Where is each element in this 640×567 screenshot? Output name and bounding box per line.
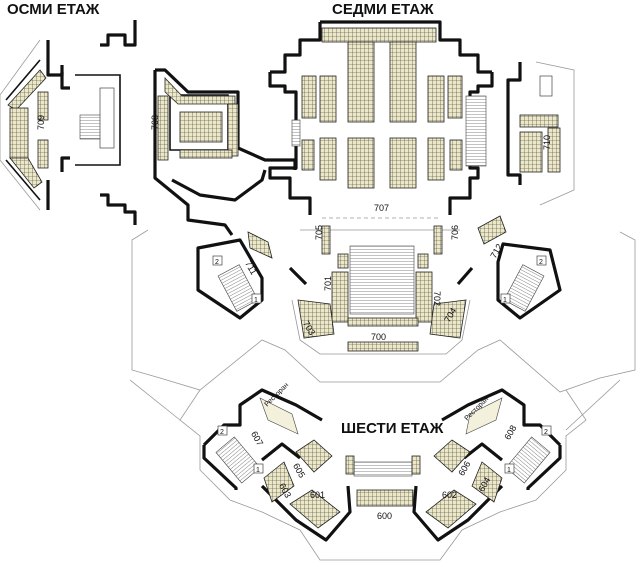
section-701-top[interactable] <box>337 253 349 269</box>
section-707-right-lower[interactable] <box>389 137 417 189</box>
section-600-seats[interactable] <box>356 489 414 507</box>
section-702-seats[interactable] <box>415 271 433 323</box>
lift-marker-2-west-6 <box>217 425 228 436</box>
room-mark-1-east: 1 <box>503 297 507 304</box>
section-605-label: 605 <box>291 462 307 480</box>
eighth-floor-plan: 709 <box>0 20 137 225</box>
section-711-label: 711 <box>243 259 259 276</box>
section-709-row-b[interactable] <box>37 139 49 169</box>
room-mark-2-east-6: 2 <box>544 429 548 436</box>
section-707-left-lower[interactable] <box>347 137 375 189</box>
sixth-floor-title: ШЕСТИ ЕТАЖ <box>341 420 444 437</box>
section-705-seats[interactable] <box>321 225 331 255</box>
section-707-right-outer[interactable] <box>447 75 463 119</box>
section-602-label: 602 <box>442 490 457 500</box>
lift-marker-1-east <box>500 293 511 304</box>
section-709-row-a[interactable] <box>37 91 49 121</box>
section-707-right-lower-inner[interactable] <box>427 137 445 181</box>
room-mark-2-east: 2 <box>539 259 543 266</box>
section-710-top[interactable] <box>519 114 559 128</box>
section-707-left-lower-outer[interactable] <box>301 139 315 171</box>
section-710-label: 710 <box>542 135 552 150</box>
section-608-seats[interactable] <box>465 397 503 435</box>
lift-marker-2-east <box>536 255 547 266</box>
section-605-seats[interactable] <box>295 439 333 473</box>
section-600-label: 600 <box>377 511 392 521</box>
section-709-lower-seats[interactable] <box>9 157 43 189</box>
sixth-floor-plan: 2 1 2 1 <box>129 379 621 561</box>
section-709-label: 709 <box>36 115 46 130</box>
section-712-seats[interactable] <box>477 215 507 245</box>
section-707-right-lower-outer[interactable] <box>449 139 463 171</box>
west-stairs-711 <box>217 264 259 312</box>
section-707-top-row[interactable] <box>321 27 437 43</box>
section-708-right[interactable] <box>227 103 239 157</box>
section-707-left-inner[interactable] <box>319 75 337 123</box>
west-stairs-6 <box>215 436 261 484</box>
stage-left-seats[interactable] <box>345 455 355 475</box>
section-607-label: 607 <box>249 430 265 448</box>
east-corner-room <box>539 75 553 97</box>
section-606-seats[interactable] <box>433 439 471 473</box>
section-707-left-lower-inner[interactable] <box>319 137 337 181</box>
east-stairs-7 <box>465 95 487 167</box>
section-601-label: 601 <box>310 490 325 500</box>
section-708-label: 708 <box>150 115 160 130</box>
section-711-seats[interactable] <box>247 231 273 259</box>
section-707-right-inner[interactable] <box>427 75 445 123</box>
sixth-floor-stage <box>353 461 413 477</box>
room-mark-1-west-6: 1 <box>256 467 260 474</box>
section-704-seats[interactable] <box>429 299 467 339</box>
section-700-label: 700 <box>371 332 386 342</box>
lift-marker-1-west <box>251 293 262 304</box>
section-707-left-center[interactable] <box>347 41 375 123</box>
lift-marker-2-east-6 <box>541 425 552 436</box>
east-stairs-712 <box>503 264 545 312</box>
section-710-side[interactable] <box>547 127 561 173</box>
eighth-floor-title: ОСМИ ЕТАЖ <box>7 1 100 18</box>
section-706-label: 706 <box>450 225 460 240</box>
section-707-left-outer[interactable] <box>301 75 317 119</box>
section-707-label: 707 <box>374 203 389 213</box>
room-mark-1-west: 1 <box>254 297 258 304</box>
section-705-label: 705 <box>314 225 324 240</box>
section-708-bottom[interactable] <box>179 149 233 159</box>
section-703-seats[interactable] <box>297 299 335 339</box>
section-700-back[interactable] <box>347 341 419 352</box>
west-stairs-7 <box>291 119 301 147</box>
room-mark-1-east-6: 1 <box>507 467 511 474</box>
seventh-floor-title: СЕДМИ ЕТАЖ <box>332 1 434 18</box>
section-709-center-seats[interactable] <box>9 107 29 159</box>
section-603-seats[interactable] <box>263 461 295 503</box>
room-mark-2-west-6: 2 <box>220 429 224 436</box>
stage-right-seats[interactable] <box>411 455 421 475</box>
section-604-seats[interactable] <box>471 461 503 503</box>
section-607-seats[interactable] <box>259 397 299 435</box>
restaurant-label-left: Ресторан <box>264 382 291 409</box>
seventh-floor-plan: 2 1 2 1 <box>131 20 636 393</box>
section-701-seats[interactable] <box>331 271 349 323</box>
section-608-label: 608 <box>502 423 518 441</box>
section-706-seats[interactable] <box>433 225 443 255</box>
east-stairs-6 <box>505 436 551 484</box>
section-702-top[interactable] <box>417 253 429 269</box>
section-702-label: 702 <box>432 291 442 306</box>
section-710-inner[interactable] <box>519 131 543 173</box>
lift-marker-1-west-6 <box>253 463 264 474</box>
section-708-center[interactable] <box>179 111 223 143</box>
lift-marker-2-west <box>212 255 223 266</box>
section-707-right-center[interactable] <box>389 41 417 123</box>
main-stage <box>349 245 415 315</box>
eighth-floor-corridor <box>99 87 115 149</box>
section-601-seats[interactable] <box>289 489 341 529</box>
section-602-seats[interactable] <box>425 489 477 529</box>
section-708-left[interactable] <box>157 95 169 161</box>
section-700-front[interactable] <box>347 317 419 327</box>
section-701-label: 701 <box>323 276 333 291</box>
room-mark-2-west: 2 <box>215 259 219 266</box>
lift-marker-1-east-6 <box>504 463 515 474</box>
